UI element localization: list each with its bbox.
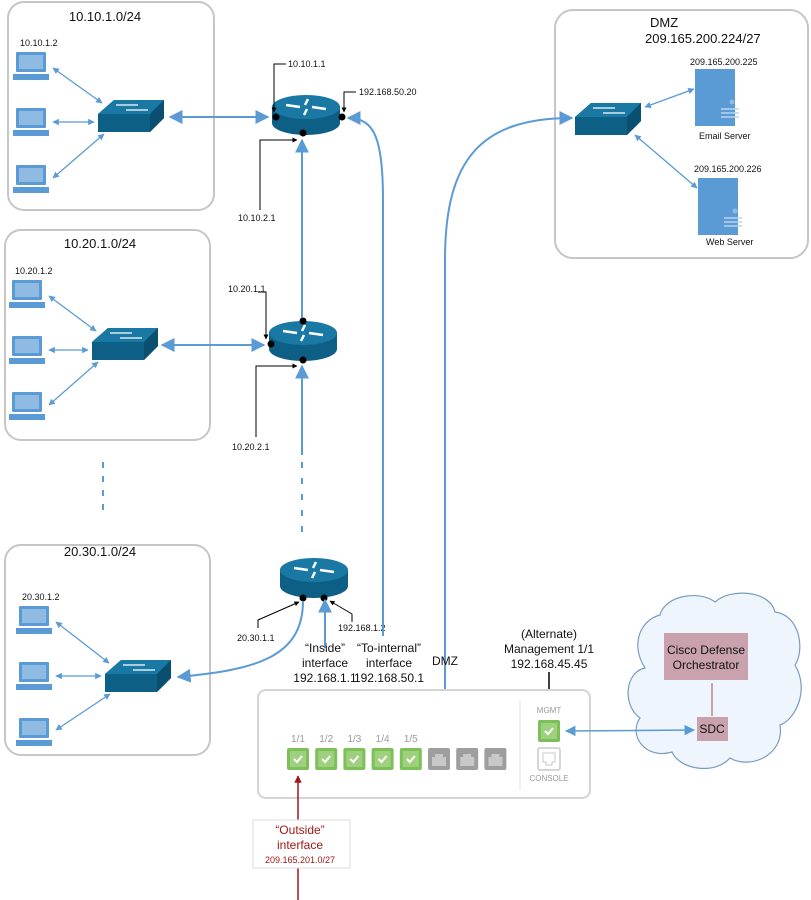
dmz-subnet: 209.165.200.224/27 [645, 31, 761, 46]
port-3[interactable] [342, 747, 367, 771]
interface-ip: 192.168.50.20 [359, 87, 417, 97]
console-port[interactable] [537, 747, 561, 771]
interface-ip: 10.20.2.1 [232, 442, 270, 452]
port-label: 1/5 [404, 734, 418, 745]
svg-text:interface: interface [302, 656, 348, 670]
laptop-icon [9, 392, 45, 420]
port-8[interactable] [484, 748, 507, 770]
inside-interface-label: “Inside” interface 192.168.1.1 [293, 641, 357, 685]
links [160, 110, 574, 730]
svg-text:Management 1/1: Management 1/1 [504, 642, 594, 656]
port-4[interactable] [370, 747, 395, 771]
subnet-title: 20.30.1.0/24 [64, 544, 136, 559]
subnet-title: 10.10.1.0/24 [69, 9, 141, 24]
interface-ip: 192.168.1.2 [338, 623, 386, 633]
mgmt-sdc-link [564, 724, 696, 737]
server-name: Email Server [699, 131, 751, 141]
laptop-icon [13, 108, 49, 136]
svg-text:(Alternate): (Alternate) [521, 627, 577, 641]
server-ip: 209.165.200.225 [690, 57, 758, 67]
port-2[interactable] [314, 747, 339, 771]
port-label: 1/2 [319, 734, 333, 745]
svg-text:interface: interface [366, 656, 412, 670]
router-icon [270, 93, 342, 137]
port-5[interactable] [398, 747, 423, 771]
svg-text:“To-internal”: “To-internal” [357, 641, 421, 655]
svg-text:209.165.201.0/27: 209.165.201.0/27 [265, 855, 335, 865]
subnet-title: 10.20.1.0/24 [64, 236, 136, 251]
port-1[interactable] [286, 747, 310, 771]
cloud: Cisco Defense Orchestrator SDC [627, 592, 802, 770]
switch-icon [104, 659, 172, 693]
interface-ip: 10.10.2.1 [238, 213, 276, 223]
svg-text:interface: interface [277, 838, 323, 852]
server-ip: 209.165.200.226 [694, 164, 762, 174]
svg-text:192.168.45.45: 192.168.45.45 [511, 657, 588, 671]
cdo-box [664, 633, 748, 680]
dmz-box: DMZ 209.165.200.224/27 209.165.200.225 E… [554, 9, 809, 259]
switch-icon [97, 99, 165, 133]
laptop-icon [13, 165, 49, 193]
svg-text:“Outside”: “Outside” [275, 823, 324, 837]
host-label: 10.10.1.2 [20, 38, 58, 48]
interface-ip: 10.20.1.1 [228, 284, 266, 294]
router-1: 10.10.1.1 192.168.50.20 10.10.2.1 [238, 59, 417, 223]
interface-ip: 10.10.1.1 [288, 59, 326, 69]
mgmt-port[interactable] [537, 719, 561, 743]
svg-text:Orchestrator: Orchestrator [673, 658, 740, 672]
router-icon [267, 319, 339, 363]
interface-ip: 20.30.1.1 [237, 633, 275, 643]
router-icon [278, 556, 350, 600]
svg-text:Cisco Defense: Cisco Defense [667, 643, 745, 657]
laptop-icon [13, 52, 49, 80]
port-7[interactable] [456, 748, 479, 770]
laptop-icon [16, 662, 52, 690]
subnet-box-2: 10.20.1.0/24 10.20.1.2 [4, 229, 211, 441]
port-label: 1/1 [291, 734, 305, 745]
laptop-icon [9, 280, 45, 308]
switch-icon [91, 327, 159, 361]
mgmt-interface-label: (Alternate) Management 1/1 192.168.45.45 [504, 627, 594, 703]
dmz-title: DMZ [650, 15, 678, 30]
svg-text:SDC: SDC [699, 722, 725, 736]
router-3: 20.30.1.1 192.168.1.2 [237, 556, 386, 643]
server-name: Web Server [706, 237, 753, 247]
email-server-icon [694, 68, 740, 127]
port-label: 1/4 [376, 734, 390, 745]
svg-text:192.168.1.1: 192.168.1.1 [293, 671, 357, 685]
laptop-icon [9, 336, 45, 364]
switch-icon [574, 102, 642, 136]
svg-text:“Inside”: “Inside” [305, 641, 345, 655]
host-label: 20.30.1.2 [22, 592, 60, 602]
mgmt-label: MGMT [537, 706, 562, 715]
subnet-box-3: 20.30.1.0/24 20.30.1.2 [4, 544, 211, 756]
dmz-interface-label: DMZ [432, 654, 458, 668]
laptop-icon [16, 718, 52, 746]
router-2: 10.20.1.1 10.20.2.1 [228, 284, 339, 452]
console-label: CONSOLE [529, 774, 568, 783]
subnet-box-1: 10.10.1.0/24 10.10.1.2 [7, 1, 215, 211]
sdc-box [697, 717, 728, 741]
port-label: 1/3 [347, 734, 361, 745]
host-label: 10.20.1.2 [15, 266, 53, 276]
outside-interface-label: “Outside” interface 209.165.201.0/27 [252, 819, 351, 869]
laptop-icon [16, 606, 52, 634]
web-server-icon [697, 177, 743, 236]
firewall-device-panel: 1/1 1/2 1/3 1/4 1/5 MGMT CONSOLE [257, 689, 591, 799]
cloud-shape [627, 592, 802, 770]
svg-text:192.168.50.1: 192.168.50.1 [354, 671, 424, 685]
to-internal-interface-label: “To-internal” interface 192.168.50.1 [354, 641, 424, 685]
port-6[interactable] [428, 748, 450, 770]
